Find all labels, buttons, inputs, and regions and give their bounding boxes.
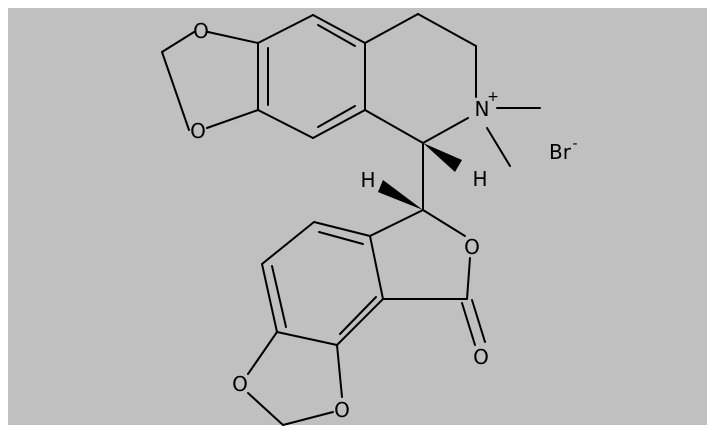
- wedge-bond-h-left: [378, 180, 423, 210]
- diagram-background: [8, 8, 707, 425]
- negative-charge: -: [572, 136, 577, 152]
- carbonyl-oxygen-label: O: [473, 345, 489, 369]
- nitrogen-label: N: [475, 97, 490, 121]
- wedge-bond-h-right: [423, 143, 462, 172]
- bromide-label: Br: [549, 140, 572, 164]
- hydrogen-label: H: [360, 168, 375, 192]
- oxygen-label: O: [464, 235, 480, 259]
- positive-charge: +: [487, 89, 499, 105]
- oxygen-label: O: [334, 398, 350, 422]
- charge-labels: + -: [487, 89, 577, 152]
- hydrogen-label: H: [472, 167, 487, 191]
- oxygen-label: O: [193, 19, 209, 43]
- oxygen-label: O: [232, 372, 248, 396]
- oxygen-label: O: [190, 119, 206, 143]
- bond-lines: [161, 13, 541, 426]
- atom-labels: O O N H H O O O O Br: [190, 19, 572, 422]
